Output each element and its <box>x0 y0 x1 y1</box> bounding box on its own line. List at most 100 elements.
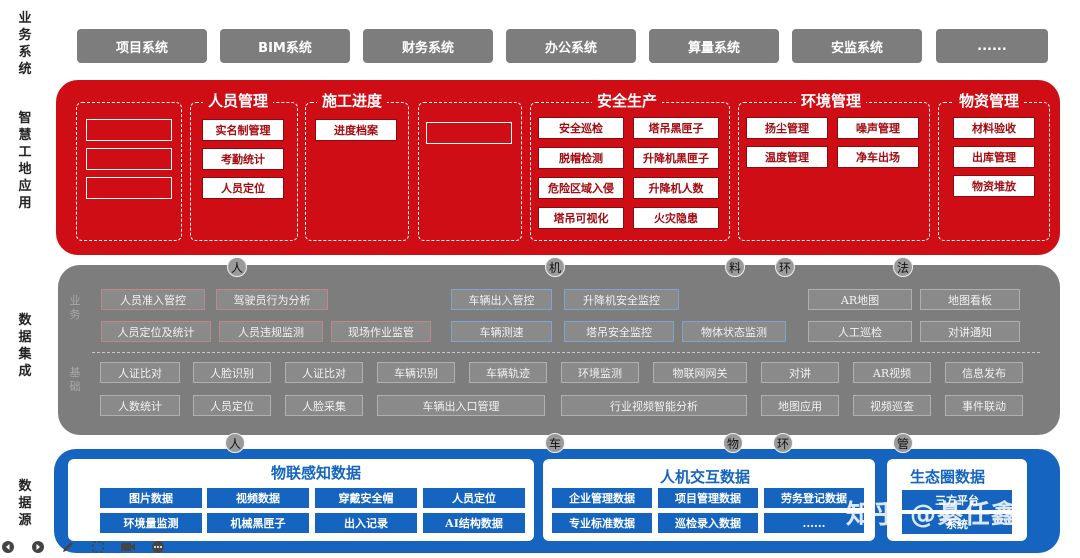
source-hci-title: 人机交互数据 <box>660 468 751 486</box>
source-iot-item: AI结构数据 <box>423 513 525 533</box>
source-iot-item: 环境量监测 <box>100 513 202 533</box>
integration-business-item: 地图看板 <box>920 289 1020 310</box>
integration-business-item: AR地图 <box>808 289 912 310</box>
material-title: 物资管理 <box>954 90 1025 111</box>
system-safety-supervision: 安监系统 <box>792 29 922 63</box>
blank-slot <box>426 122 512 144</box>
integration-divider <box>92 352 1040 353</box>
integration-base-item: 人员定位 <box>193 395 271 416</box>
panel-blank-mid <box>418 102 522 241</box>
personnel-item: 人员定位 <box>202 177 284 199</box>
blank-slot <box>86 148 172 170</box>
row-label-smart-app: 智慧工地应用 <box>18 111 32 211</box>
integration-business-item: 物体状态监测 <box>682 321 786 342</box>
source-iot-item: 穿戴安全帽 <box>315 488 417 508</box>
safety-item: 升降机黑匣子 <box>633 147 719 169</box>
source-hci-item: 劳务登记数据 <box>764 488 864 508</box>
connector-method: 法 <box>893 257 913 277</box>
integration-base-item: 地图应用 <box>761 395 839 416</box>
integration-base-item: 物联网网关 <box>653 362 747 383</box>
base-tag: 基础 <box>69 366 81 393</box>
row-label-data-source: 数据源 <box>18 479 32 528</box>
integration-base-item: 信息发布 <box>945 362 1023 383</box>
connector-machine: 机 <box>545 257 565 277</box>
source-hci-item: 巡检录入数据 <box>658 513 758 533</box>
integration-base-item: 车辆轨迹 <box>469 362 547 383</box>
integration-base-item: 对讲 <box>761 362 839 383</box>
safety-item: 安全巡检 <box>538 117 624 139</box>
connector-person: 人 <box>225 433 245 453</box>
connector-environment: 环 <box>775 257 795 277</box>
environment-title: 环境管理 <box>796 90 867 111</box>
video-icon[interactable] <box>120 539 136 555</box>
connector-vehicle: 车 <box>545 433 565 453</box>
pen-icon[interactable] <box>60 539 76 555</box>
integration-base-item: 人证比对 <box>100 362 180 383</box>
safety-item: 塔吊黑匣子 <box>633 117 719 139</box>
more-icon[interactable] <box>150 539 166 555</box>
panel-blank-left <box>76 102 182 241</box>
integration-business-item: 现场作业监管 <box>331 321 431 342</box>
connector-person: 人 <box>227 257 247 277</box>
integration-base-item: AR视频 <box>853 362 931 383</box>
system-bim: BIM系统 <box>220 29 350 63</box>
personnel-item: 实名制管理 <box>202 119 284 141</box>
row-label-business: 业务系统 <box>18 11 32 77</box>
source-eco-item: 系统 <box>902 514 1012 534</box>
viewer-toolbar <box>0 537 166 557</box>
source-iot-item: 图片数据 <box>100 488 202 508</box>
environment-item: 净车出场 <box>837 146 919 168</box>
integration-business-item: 对讲通知 <box>920 321 1020 342</box>
safety-item: 塔吊可视化 <box>538 207 624 229</box>
integration-base-item: 人数统计 <box>100 395 180 416</box>
material-item: 出库管理 <box>953 146 1035 168</box>
prev-icon[interactable] <box>0 539 16 555</box>
integration-business-item: 人员定位及统计 <box>101 321 211 342</box>
environment-item: 扬尘管理 <box>746 117 828 139</box>
integration-business-item: 升降机安全监控 <box>564 289 679 310</box>
integration-base-item: 行业视频智能分析 <box>561 395 747 416</box>
integration-business-item: 车辆出入管控 <box>451 289 552 310</box>
source-iot-item: 出入记录 <box>315 513 417 533</box>
system-quantity: 算量系统 <box>649 29 779 63</box>
connector-material: 料 <box>725 257 745 277</box>
environment-item: 温度管理 <box>746 146 828 168</box>
source-eco-title: 生态圈数据 <box>910 468 986 486</box>
source-iot-item: 机械黑匣子 <box>207 513 309 533</box>
personnel-item: 考勤统计 <box>202 148 284 170</box>
safety-title: 安全生产 <box>592 90 663 111</box>
zoom-icon[interactable] <box>90 539 106 555</box>
blank-slot <box>86 177 172 199</box>
integration-base-item: 事件联动 <box>945 395 1023 416</box>
source-eco-item: 三方平台 <box>902 490 1012 510</box>
safety-item: 火灾隐患 <box>633 207 719 229</box>
connector-management: 管 <box>893 433 913 453</box>
integration-business-item: 车辆测速 <box>451 321 552 342</box>
source-hci-item: 企业管理数据 <box>552 488 652 508</box>
connector-environment: 环 <box>773 433 793 453</box>
integration-business-item: 人员违规监测 <box>219 321 323 342</box>
integration-business-item: 驾驶员行为分析 <box>216 289 328 310</box>
integration-base-item: 车辆识别 <box>377 362 455 383</box>
system-project: 项目系统 <box>77 29 207 63</box>
material-item: 材料验收 <box>953 117 1035 139</box>
source-iot-item: 视频数据 <box>207 488 309 508</box>
next-icon[interactable] <box>30 539 46 555</box>
watermark: 知乎 @綦任鑫 <box>846 500 1019 530</box>
integration-base-item: 视频巡查 <box>853 395 931 416</box>
system-finance: 财务系统 <box>363 29 493 63</box>
safety-item: 升降机人数 <box>633 177 719 199</box>
connector-object: 物 <box>723 433 743 453</box>
progress-item: 进度档案 <box>315 119 397 141</box>
blank-slot <box>86 119 172 141</box>
source-iot-title: 物联感知数据 <box>271 464 362 482</box>
business-tag: 业务 <box>69 294 81 321</box>
integration-base-item: 环境监测 <box>561 362 639 383</box>
source-hci-item: ...... <box>764 513 864 533</box>
environment-item: 噪声管理 <box>837 117 919 139</box>
row-label-data-collect: 数据集成 <box>18 313 32 379</box>
integration-base-item: 人证比对 <box>285 362 363 383</box>
safety-item: 脱帽检测 <box>538 147 624 169</box>
system-office: 办公系统 <box>506 29 636 63</box>
integration-business-item: 人工巡检 <box>808 321 912 342</box>
